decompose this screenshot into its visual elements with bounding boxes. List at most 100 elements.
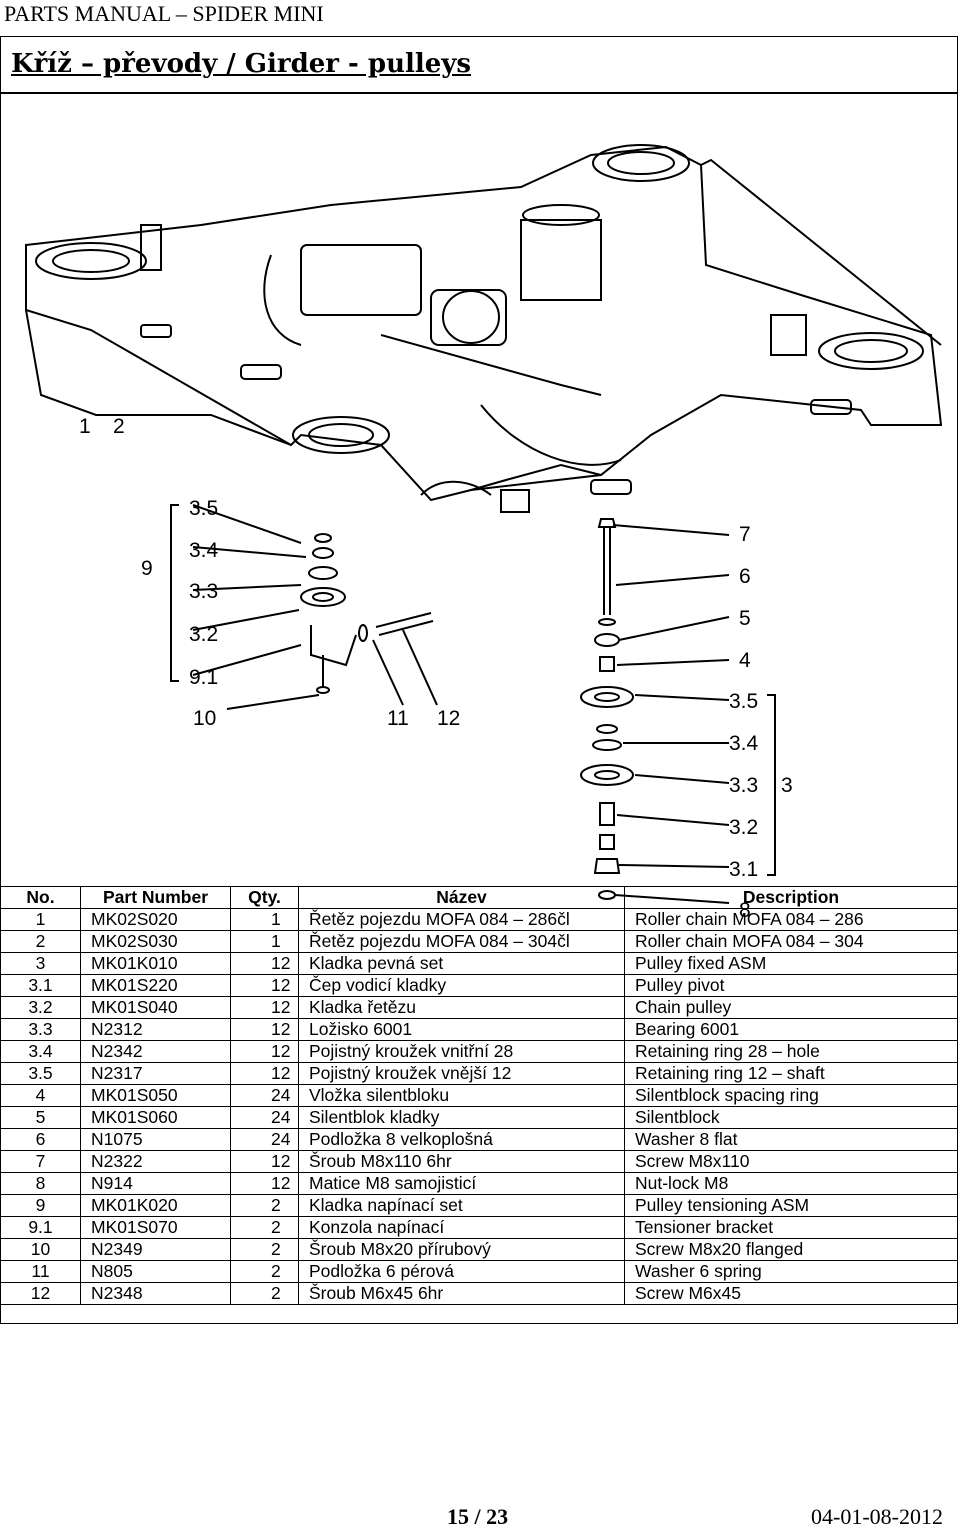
- cell-qty: 12: [230, 1062, 299, 1085]
- col-header-description: Description: [624, 886, 958, 909]
- cell-part-number: N2312: [80, 1018, 231, 1041]
- cell-part-number: N805: [80, 1260, 231, 1283]
- cell-qty: 24: [230, 1084, 299, 1107]
- cell-qty: 2: [230, 1216, 299, 1239]
- cell-nazev: Podložka 6 pérová: [298, 1260, 625, 1283]
- table-header-row: No. Part Number Qty. Název Description: [0, 886, 958, 909]
- cell-nazev: Kladka pevná set: [298, 952, 625, 975]
- cell-qty: 2: [230, 1282, 299, 1305]
- cell-nazev: Šroub M8x20 přírubový: [298, 1238, 625, 1261]
- callout-2: 2: [113, 415, 125, 438]
- cell-description: Silentblock: [624, 1106, 958, 1129]
- cell-description: Pulley fixed ASM: [624, 952, 958, 975]
- cell-no: 3.4: [0, 1040, 81, 1063]
- cell-no: 2: [0, 930, 81, 953]
- cell-description: Pulley pivot: [624, 974, 958, 997]
- cell-nazev: Vložka silentbloku: [298, 1084, 625, 1107]
- cell-description: Washer 6 spring: [624, 1260, 958, 1283]
- cell-description: Pulley tensioning ASM: [624, 1194, 958, 1217]
- cell-qty: 12: [230, 996, 299, 1019]
- cell-qty: 12: [230, 1172, 299, 1195]
- cell-part-number: MK02S030: [80, 930, 231, 953]
- cell-part-number: N2322: [80, 1150, 231, 1173]
- fixed-pulley-exploded-parts: [580, 518, 776, 904]
- cell-nazev: Kladka napínací set: [298, 1194, 625, 1217]
- cell-nazev: Matice M8 samojisticí: [298, 1172, 625, 1195]
- cell-no: 3.1: [0, 974, 81, 997]
- cell-part-number: MK01S050: [80, 1084, 231, 1107]
- cell-no: 1: [0, 908, 81, 931]
- parts-table: No. Part Number Qty. Název Description 1…: [0, 886, 958, 1305]
- cell-nazev: Silentblok kladky: [298, 1106, 625, 1129]
- callout-12: 12: [437, 707, 460, 730]
- cell-nazev: Pojistný kroužek vnější 12: [298, 1062, 625, 1085]
- cell-description: Bearing 6001: [624, 1018, 958, 1041]
- cell-part-number: MK01K010: [80, 952, 231, 975]
- girder-assembly-illustration: 1 2 3.5 3.4 3.3 3.2 9.1 9 10 11 12 7 6 5…: [25, 144, 943, 922]
- cell-qty: 2: [230, 1260, 299, 1283]
- cell-description: Screw M6x45: [624, 1282, 958, 1305]
- cell-description: Tensioner bracket: [624, 1216, 958, 1239]
- callout-3-5-right: 3.5: [729, 690, 758, 713]
- callout-3-4-left: 3.4: [189, 539, 219, 562]
- cell-nazev: Kladka řetězu: [298, 996, 625, 1019]
- cell-qty: 12: [230, 974, 299, 997]
- cell-description: Retaining ring 28 – hole: [624, 1040, 958, 1063]
- cell-nazev: Konzola napínací: [298, 1216, 625, 1239]
- cell-part-number: MK01S220: [80, 974, 231, 997]
- cell-no: 11: [0, 1260, 81, 1283]
- cell-part-number: MK01S040: [80, 996, 231, 1019]
- callout-3-2-left: 3.2: [189, 623, 218, 646]
- col-header-nazev: Název: [298, 886, 625, 909]
- cell-qty: 1: [230, 908, 299, 931]
- cell-no: 3.3: [0, 1018, 81, 1041]
- cell-part-number: N2348: [80, 1282, 231, 1305]
- cell-nazev: Řetěz pojezdu MOFA 084 – 304čl: [298, 930, 625, 953]
- callout-11: 11: [387, 707, 409, 730]
- callout-10: 10: [193, 707, 216, 730]
- callout-3-1: 3.1: [729, 858, 758, 881]
- cell-qty: 24: [230, 1128, 299, 1151]
- exploded-view-drawing: 1 2 3.5 3.4 3.3 3.2 9.1 9 10 11 12 7 6 5…: [1, 95, 957, 923]
- cell-description: Washer 8 flat: [624, 1128, 958, 1151]
- cell-no: 7: [0, 1150, 81, 1173]
- callout-9: 9: [141, 557, 153, 580]
- cell-qty: 24: [230, 1106, 299, 1129]
- cell-no: 8: [0, 1172, 81, 1195]
- cell-nazev: Pojistný kroužek vnitřní 28: [298, 1040, 625, 1063]
- cell-nazev: Šroub M6x45 6hr: [298, 1282, 625, 1305]
- callout-3-3-right: 3.3: [729, 774, 758, 797]
- cell-part-number: MK02S020: [80, 908, 231, 931]
- page-title: Kříž – převody / Girder - pulleys: [11, 49, 472, 79]
- callout-3: 3: [781, 774, 793, 797]
- callout-3-5-left: 3.5: [189, 497, 218, 520]
- cell-nazev: Čep vodicí kladky: [298, 974, 625, 997]
- cell-qty: 12: [230, 1040, 299, 1063]
- callout-9-1: 9.1: [189, 666, 218, 689]
- cell-no: 6: [0, 1128, 81, 1151]
- cell-part-number: MK01S060: [80, 1106, 231, 1129]
- cell-description: Chain pulley: [624, 996, 958, 1019]
- cell-description: Screw M8x110: [624, 1150, 958, 1173]
- cell-part-number: N2349: [80, 1238, 231, 1261]
- cell-qty: 1: [230, 930, 299, 953]
- cell-description: Roller chain MOFA 084 – 286: [624, 908, 958, 931]
- callout-4: 4: [739, 649, 751, 672]
- cell-no: 10: [0, 1238, 81, 1261]
- col-header-part-number: Part Number: [80, 886, 231, 909]
